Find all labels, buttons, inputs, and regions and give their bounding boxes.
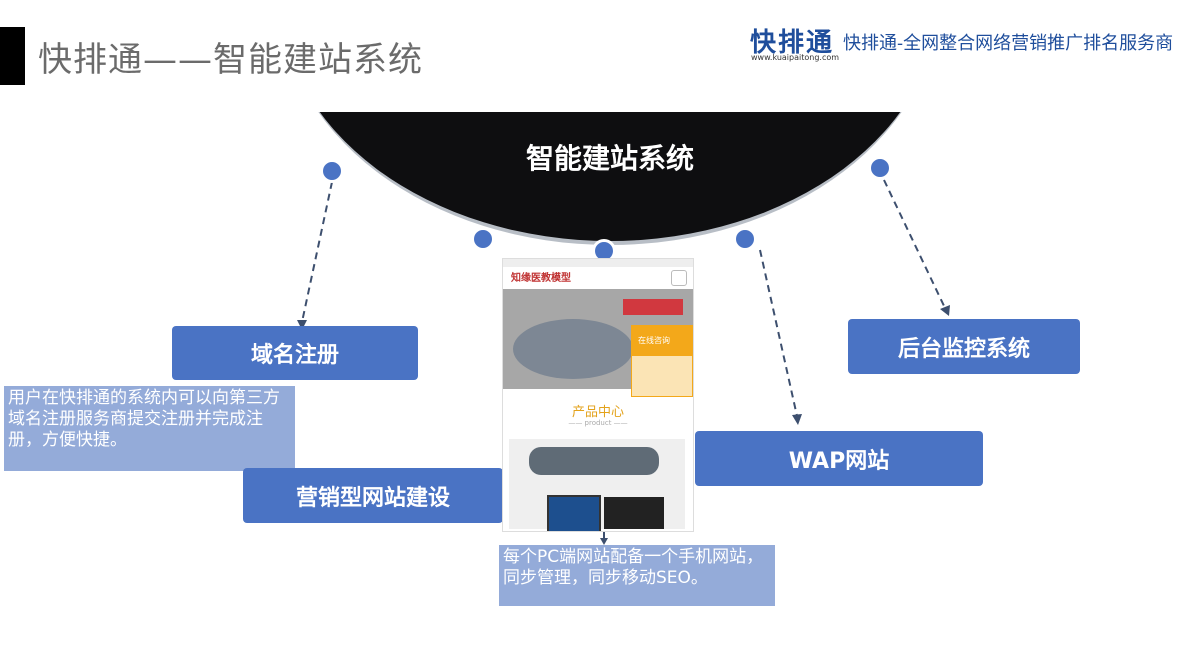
title-accent-bar-overlay <box>0 27 25 85</box>
mobile-site-preview: 知缘医教模型 在线咨询 产品中心 —— product —— <box>502 258 694 532</box>
node-dot-backend <box>868 156 892 180</box>
chat-widget: 在线咨询 <box>631 325 693 397</box>
product-mannequin <box>529 447 659 475</box>
marketing-site-box: 营销型网站建设 <box>243 468 503 523</box>
node-dot-wap <box>733 227 757 251</box>
marketing-site-label: 营销型网站建设 <box>295 485 450 511</box>
logo-text-overlay: 快排通 <box>750 28 835 58</box>
hero-badge <box>623 299 683 315</box>
backend-monitor-label: 后台监控系统 <box>897 336 1030 362</box>
node-dot-domain <box>320 159 344 183</box>
dome-title: 智能建站系统 <box>525 142 694 175</box>
brand-logo-overlay: 快排通 www.kuaipaitong.com <box>750 22 840 68</box>
tagline-overlay: 快排通-全网整合网络营销推广排名服务商 <box>843 33 1174 54</box>
page-title-overlay: 快排通——智能建站系统 <box>38 40 423 80</box>
node-dot-marketing <box>471 227 495 251</box>
preview-section-title: 产品中心 <box>571 405 624 420</box>
menu-icon <box>671 270 687 286</box>
wap-site-label: WAP网站 <box>788 448 890 474</box>
domain-note: 用户在快排通的系统内可以向第三方域名注册服务商提交注册并完成注册，方便快捷。 <box>4 386 295 471</box>
chat-widget-header <box>632 326 692 356</box>
product-case <box>604 497 664 529</box>
domain-registration-box: 域名注册 <box>172 326 418 380</box>
dome-top-mask <box>0 0 1200 112</box>
product-monitor <box>547 495 601 531</box>
preview-section-sub: —— product —— <box>568 419 628 427</box>
backend-monitor-box: 后台监控系统 <box>848 319 1080 374</box>
preview-product-image <box>509 439 685 531</box>
domain-registration-label: 域名注册 <box>250 343 339 368</box>
preview-brand: 知缘医教模型 <box>511 273 571 284</box>
mobile-note: 每个PC端网站配备一个手机网站，同步管理，同步移动SEO。 <box>499 545 775 606</box>
logo-url-overlay: www.kuaipaitong.com <box>751 53 840 62</box>
chat-label: 在线咨询 <box>638 336 670 345</box>
preview-top-bar <box>503 259 693 267</box>
preview-header: 知缘医教模型 <box>503 267 693 289</box>
hero-mannequin <box>513 319 633 379</box>
wap-site-box: WAP网站 <box>695 431 983 486</box>
